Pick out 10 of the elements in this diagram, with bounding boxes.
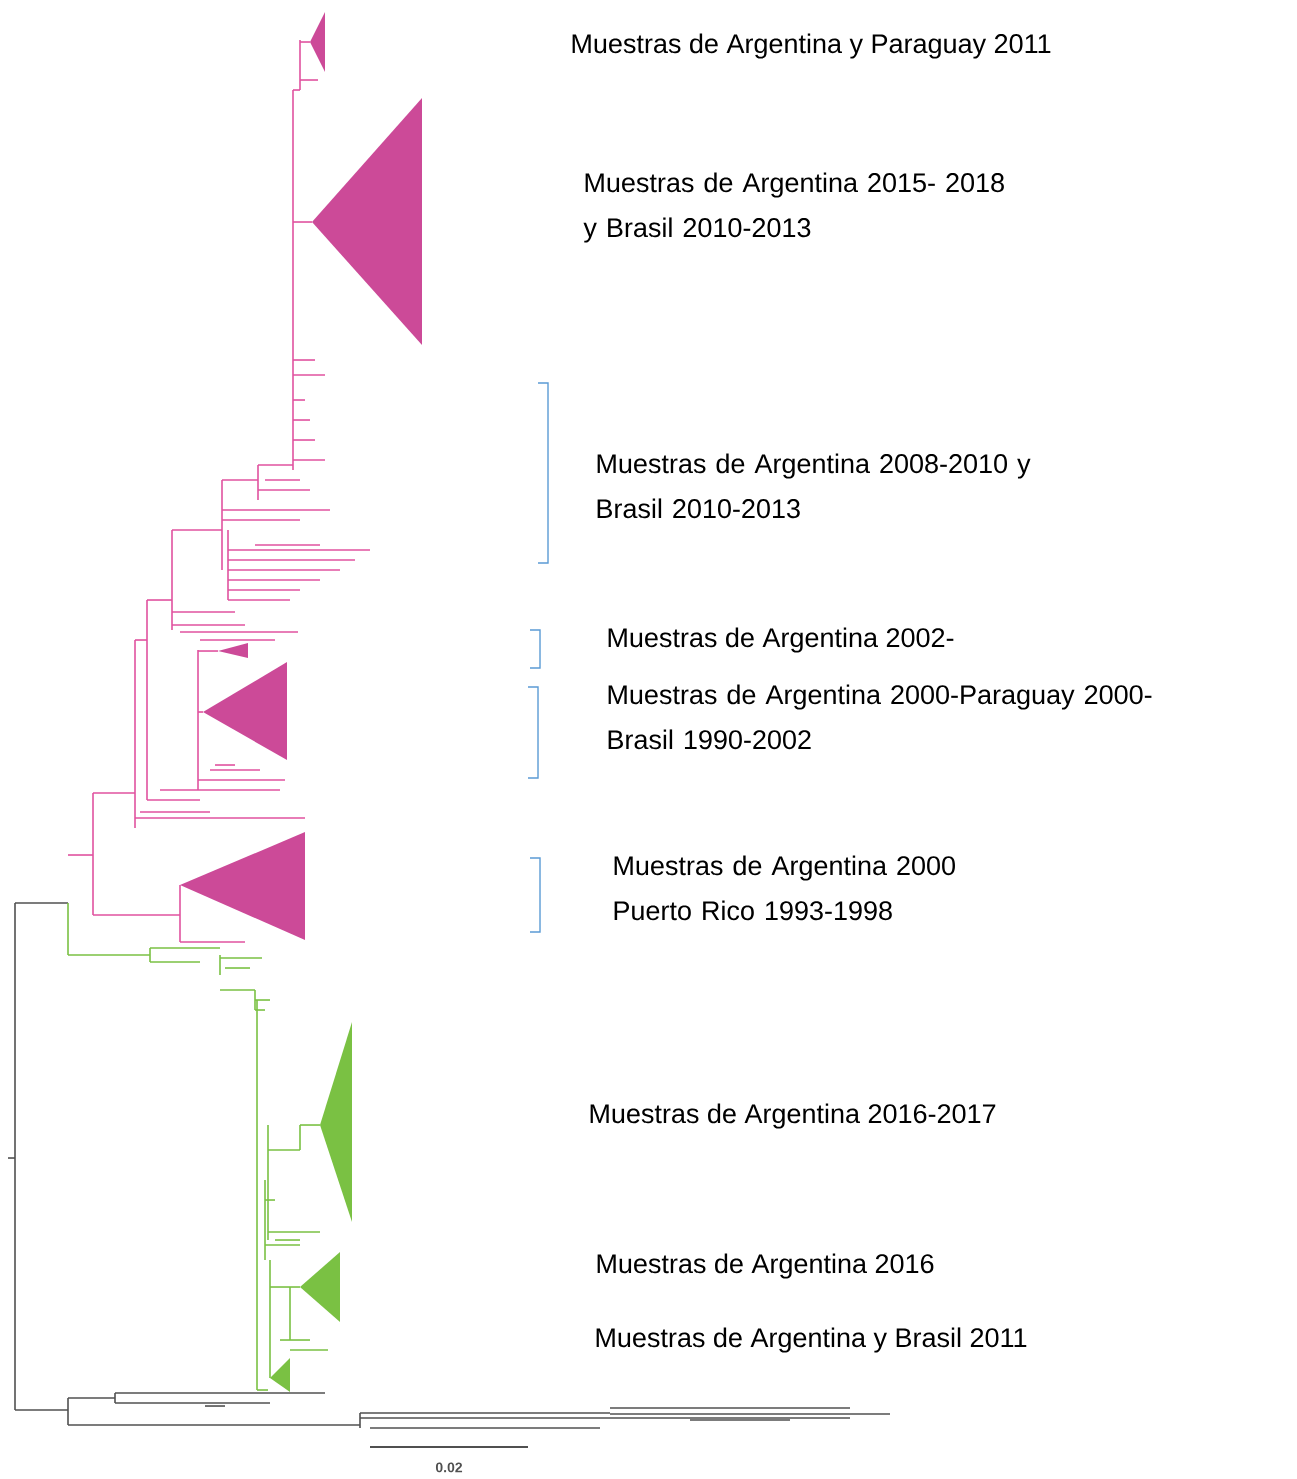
clade-label: Muestras de Argentina 2016 [597, 1253, 934, 1279]
clade-label: Muestras de Argentina y Brasil 2011 [596, 1327, 1027, 1353]
clade-label: Muestras de Argentina y Paraguay 2011 [572, 33, 1051, 59]
clade-label: Muestras de Argentina 2016-2017 [590, 1103, 996, 1129]
clade-label: Muestras de Argentina 2000 Puerto Rico 1993-1998 [614, 855, 955, 921]
clade-label: Muestras de Argentina 2002- [608, 627, 954, 653]
clade-label: Muestras de Argentina 2000-Paraguay 2000- Brasil 1990-2002 [608, 684, 1152, 750]
clade-label: Muestras de Argentina 2008-2010 y Brasil 2010-2013 [597, 453, 1031, 519]
scale-label: 0.02 [435, 1462, 463, 1473]
clade-label: Muestras de Argentina 2015- 2018 y Brasil 2010-2013 [583, 172, 1004, 243]
